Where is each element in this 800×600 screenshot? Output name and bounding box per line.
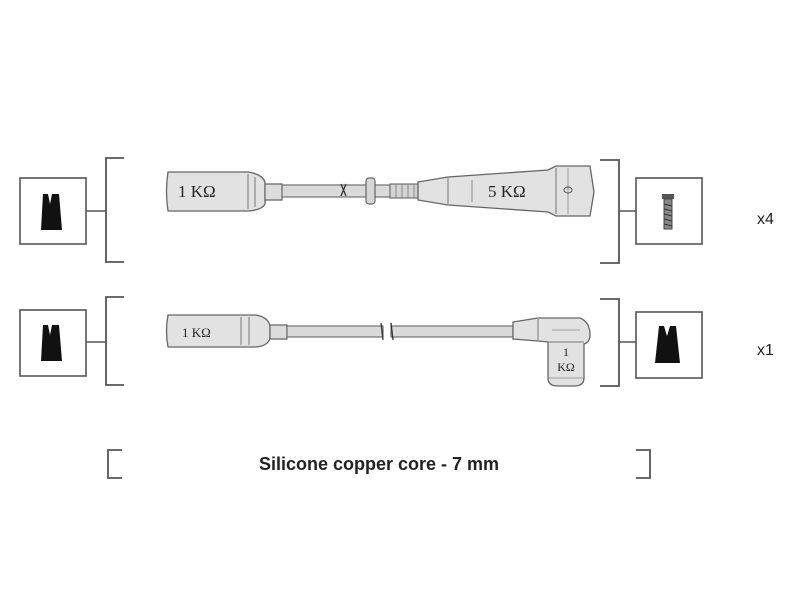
row1-right-connector-box — [619, 177, 703, 245]
row-2: 1 KΩ 1 KΩ x1 — [19, 296, 774, 387]
row1-quantity-label: x4 — [757, 211, 774, 228]
footer: Silicone copper core - 7 mm — [107, 449, 651, 479]
row1-cable — [165, 165, 595, 217]
row2-cable — [165, 314, 591, 387]
row1-left-connector-box — [19, 177, 106, 245]
row1-right-resistance-label: 5 KΩ — [488, 182, 526, 201]
footer-right-bracket — [636, 449, 651, 479]
row2-left-bracket — [105, 296, 124, 386]
row2-left-connector-box — [19, 309, 106, 377]
footer-left-bracket — [107, 449, 122, 479]
row2-right-bracket — [600, 298, 620, 387]
row1-left-boot-icon — [41, 194, 62, 230]
row1-left-resistance-label: 1 KΩ — [178, 182, 216, 201]
row-1: 1 KΩ 5 KΩ x4 — [19, 157, 774, 264]
row2-left-resistance-label: 1 KΩ — [182, 325, 211, 340]
row2-right-boot-icon — [655, 326, 680, 363]
row2-quantity-label: x1 — [757, 342, 774, 359]
row2-right-resistance-label-line1: 1 — [563, 345, 569, 359]
row1-right-bracket — [600, 159, 620, 264]
footer-caption: Silicone copper core - 7 mm — [259, 454, 499, 474]
row1-spark-plug-terminal-icon — [662, 194, 674, 230]
row1-left-bracket — [105, 157, 124, 263]
row2-right-resistance-label-line2: KΩ — [557, 360, 575, 374]
row2-right-connector-box — [619, 311, 703, 379]
row2-left-boot-icon — [41, 325, 62, 361]
